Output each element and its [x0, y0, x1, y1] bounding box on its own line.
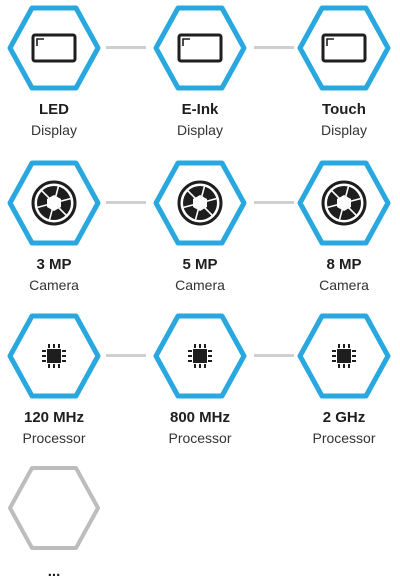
- 120mhz-processor-label: 120 MHz Processor: [0, 408, 114, 448]
- option-title: E-Ink: [181, 101, 219, 118]
- camera-aperture-icon: [31, 180, 77, 226]
- connector-line: [106, 354, 146, 357]
- option-subtitle: Camera: [319, 277, 369, 293]
- display-icon: [177, 33, 223, 63]
- option-e-ink-display[interactable]: [152, 0, 248, 96]
- option-title: 5 MP: [182, 256, 218, 273]
- option-pending[interactable]: [6, 460, 102, 556]
- option-subtitle: Display: [31, 122, 77, 138]
- 2ghz-processor-label: 2 GHz Processor: [284, 408, 400, 448]
- connector-line: [106, 201, 146, 204]
- display-icon: [31, 33, 77, 63]
- hexagon-frame: [8, 466, 100, 550]
- processor-chip-icon: [42, 344, 66, 368]
- option-subtitle: Camera: [175, 277, 225, 293]
- option-led-display[interactable]: [6, 0, 102, 96]
- option-touch-display[interactable]: [296, 0, 392, 96]
- option-title: 3 MP: [36, 256, 72, 273]
- option-subtitle: Processor: [22, 430, 86, 446]
- option-title: 800 MHz: [169, 409, 231, 426]
- connector-line: [254, 201, 294, 204]
- option-title: LED: [39, 101, 69, 118]
- connector-line: [254, 354, 294, 357]
- camera-aperture-icon: [321, 180, 367, 226]
- option-800mhz-processor[interactable]: [152, 308, 248, 404]
- option-subtitle: Processor: [312, 430, 376, 446]
- option-2ghz-processor[interactable]: [296, 308, 392, 404]
- led-display-label: LED Display: [0, 100, 114, 140]
- connector-line: [106, 46, 146, 49]
- option-title: 8 MP: [326, 256, 362, 273]
- option-title: ...: [47, 563, 61, 580]
- processor-chip-icon: [188, 344, 212, 368]
- touch-display-label: Touch Display: [284, 100, 400, 140]
- 3mp-camera-label: 3 MP Camera: [0, 255, 114, 295]
- option-8mp-camera[interactable]: [296, 155, 392, 251]
- 5mp-camera-label: 5 MP Camera: [140, 255, 260, 295]
- option-subtitle: Processor: [168, 430, 232, 446]
- option-title: 120 MHz: [23, 409, 85, 426]
- hexagon-frame: [7, 5, 101, 91]
- option-subtitle: Display: [321, 122, 367, 138]
- option-subtitle: Display: [177, 122, 223, 138]
- processor-chip-icon: [332, 344, 356, 368]
- 800mhz-processor-label: 800 MHz Processor: [140, 408, 260, 448]
- display-icon: [321, 33, 367, 63]
- e-ink-display-label: E-Ink Display: [140, 100, 260, 140]
- 8mp-camera-label: 8 MP Camera: [284, 255, 400, 295]
- pending-label: ...: [0, 562, 114, 582]
- option-120mhz-processor[interactable]: [6, 308, 102, 404]
- option-title: 2 GHz: [322, 409, 366, 426]
- option-title: Touch: [322, 101, 366, 118]
- option-3mp-camera[interactable]: [6, 155, 102, 251]
- hexagon-frame: [297, 5, 391, 91]
- connector-line: [254, 46, 294, 49]
- option-subtitle: Camera: [29, 277, 79, 293]
- hexagon-frame: [153, 5, 247, 91]
- camera-aperture-icon: [177, 180, 223, 226]
- option-5mp-camera[interactable]: [152, 155, 248, 251]
